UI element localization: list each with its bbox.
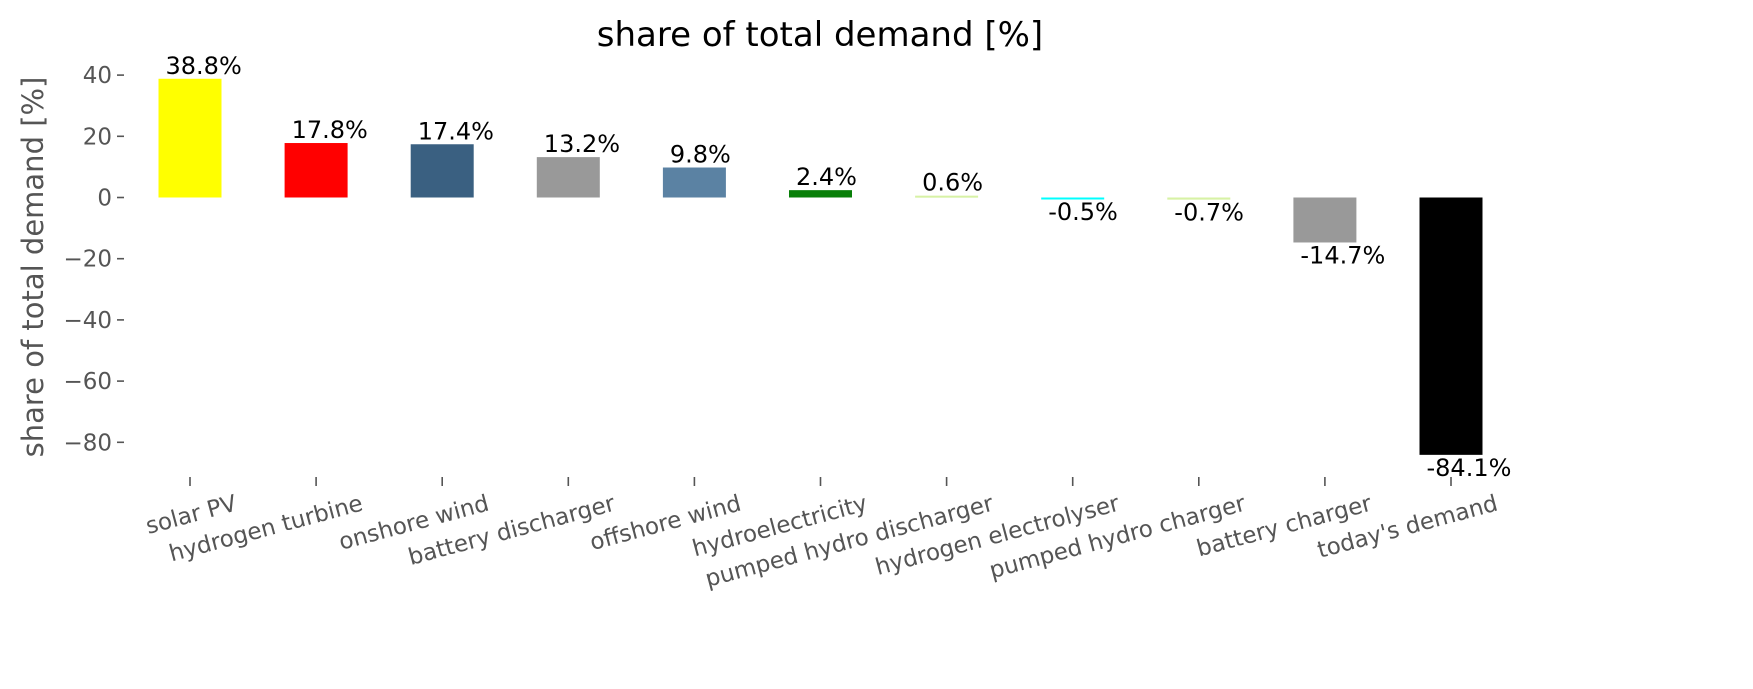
- bar: [1293, 197, 1357, 243]
- bar: [662, 167, 726, 198]
- bar: [789, 190, 852, 198]
- bar: [1041, 197, 1105, 200]
- bars: [158, 78, 1483, 455]
- bar: [1419, 197, 1483, 455]
- bar-value-label: 13.2%: [544, 130, 620, 158]
- chart-title: share of total demand [%]: [597, 15, 1043, 55]
- bar-value-label: -0.5%: [1048, 198, 1118, 226]
- bar: [158, 78, 222, 198]
- bar: [1167, 197, 1231, 200]
- bar: [284, 143, 348, 198]
- bar-value-label: 2.4%: [796, 163, 857, 191]
- y-axis-label: share of total demand [%]: [16, 77, 50, 458]
- y-axis: 40 20 0 −20 −40 −60 −80: [63, 63, 124, 456]
- bar: [536, 157, 600, 198]
- bar-value-label: 17.4%: [418, 117, 494, 145]
- bar-value-label: -14.7%: [1300, 241, 1385, 269]
- bar-value-label: -0.7%: [1174, 199, 1244, 227]
- bar-value-label: 9.8%: [670, 141, 731, 169]
- y-tick-label: −20: [63, 247, 112, 273]
- y-tick-label: −80: [63, 430, 112, 456]
- bar-value-label: 38.8%: [166, 52, 242, 80]
- y-tick-label: −60: [63, 369, 112, 395]
- y-tick-label: 20: [83, 124, 112, 150]
- y-tick-label: −40: [63, 308, 112, 334]
- y-tick-label: 0: [97, 186, 112, 212]
- bar-value-label: -84.1%: [1427, 454, 1512, 482]
- bar-value-label: 17.8%: [292, 116, 368, 144]
- bar: [410, 144, 474, 198]
- bar-value-label: 0.6%: [922, 169, 983, 197]
- y-tick-label: 40: [83, 63, 112, 89]
- bar-labels: 38.8% 17.8% 17.4% 13.2% 9.8% 2.4% 0.6% -0.5% -0.…: [166, 52, 1512, 482]
- bar: [915, 195, 979, 198]
